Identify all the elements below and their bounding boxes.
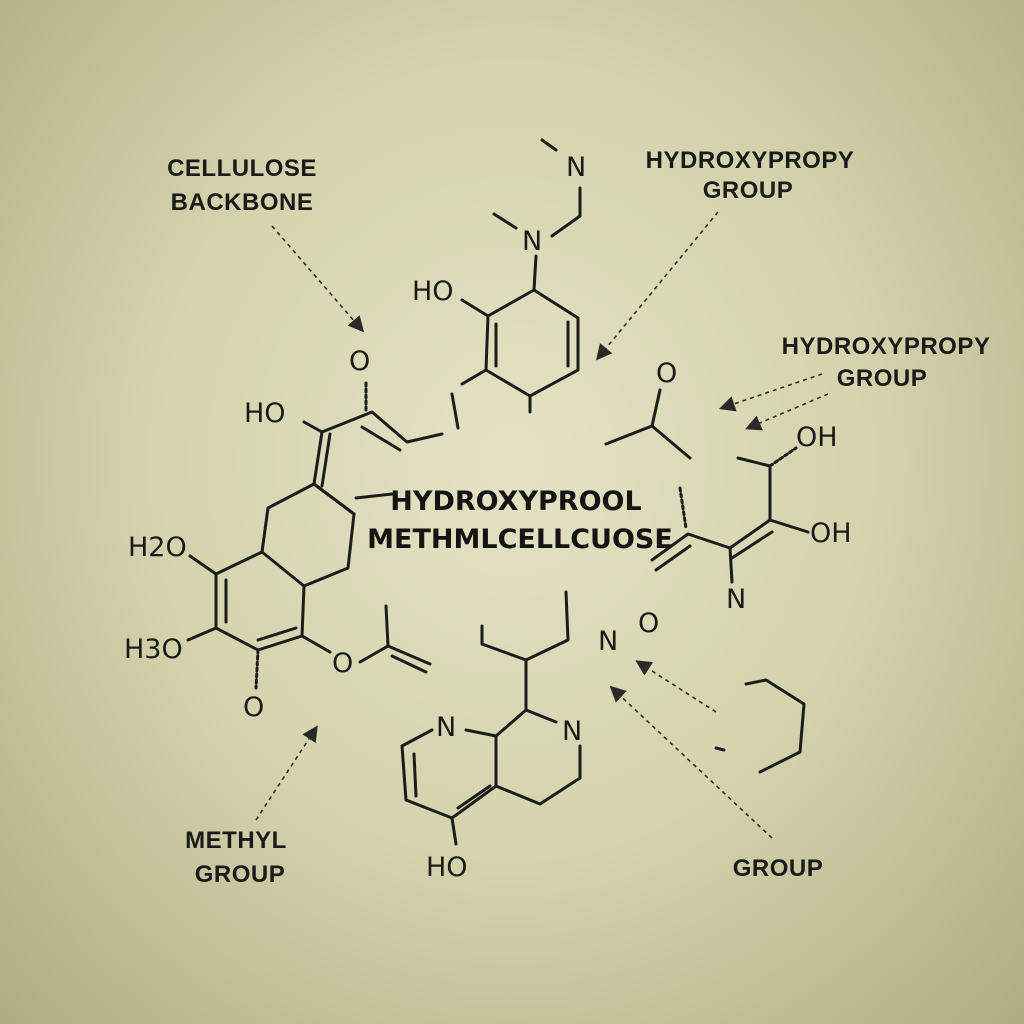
arrow-group-bottom-right — [609, 685, 773, 839]
atom-left-h3o: H3O — [124, 634, 183, 665]
title-line1: HYDROXYPROOL — [390, 486, 641, 517]
atom-top-ho: HO — [412, 276, 454, 307]
label-hydroxypropy-top-line2: GROUP — [703, 177, 794, 204]
arrow-methyl-group — [255, 725, 318, 821]
atom-top-n1: N — [566, 152, 586, 183]
atom-labels: HO O H2O H3O O O N N HO O OH OH N N O N … — [124, 152, 852, 883]
atom-right-n: N — [726, 584, 746, 615]
label-hydroxypropy-right-line2: GROUP — [837, 365, 928, 392]
atom-no-o: O — [638, 608, 659, 639]
arrow-hydroxypropy-right-2 — [745, 393, 829, 431]
atom-bottom-ho: HO — [426, 852, 468, 883]
bottom-ring-structure — [400, 590, 582, 846]
arrow-no-1 — [635, 660, 717, 713]
annotation-labels: CELLULOSE BACKBONE HYDROXYPROPY GROUP HY… — [167, 147, 990, 888]
atom-right-oh2: OH — [810, 518, 852, 549]
top-ring-structure — [460, 138, 582, 414]
label-hydroxypropy-right-line1: HYDROXYPROPY — [782, 333, 991, 360]
label-group-bottom-right: GROUP — [733, 855, 824, 882]
atom-top-n2: N — [522, 226, 542, 257]
label-methyl-line1: METHYL — [185, 827, 287, 854]
atom-left-h2o: H2O — [128, 532, 187, 563]
right-structure — [604, 388, 810, 584]
atom-no-n: N — [598, 626, 618, 657]
label-methyl-line2: GROUP — [195, 861, 286, 888]
arrow-cellulose-backbone — [271, 225, 365, 333]
compound-title: HYDROXYPROOL METHMLCELLCUOSE — [367, 486, 673, 555]
atom-left-o-top: O — [349, 346, 370, 377]
atom-right-o-top: O — [656, 358, 677, 389]
title-line2: METHMLCELLCUOSE — [367, 524, 673, 555]
label-cellulose-line1: CELLULOSE — [167, 155, 317, 182]
atom-left-o-ring: O — [332, 648, 353, 679]
atom-left-o-bottom: O — [243, 692, 264, 723]
atom-bottom-n2: N — [562, 716, 582, 747]
arrow-hydroxypropy-top — [595, 211, 719, 361]
label-hydroxypropy-top-line1: HYDROXYPROPY — [646, 147, 855, 174]
left-ring-structure — [186, 378, 460, 690]
bottom-right-chain — [714, 678, 806, 774]
atom-left-ho: HO — [244, 398, 286, 429]
annotation-arrows — [255, 211, 829, 839]
label-cellulose-line2: BACKBONE — [171, 189, 314, 216]
atom-bottom-n1: N — [436, 712, 456, 743]
arrow-hydroxypropy-right-1 — [718, 373, 823, 412]
atom-right-oh1: OH — [796, 422, 838, 453]
